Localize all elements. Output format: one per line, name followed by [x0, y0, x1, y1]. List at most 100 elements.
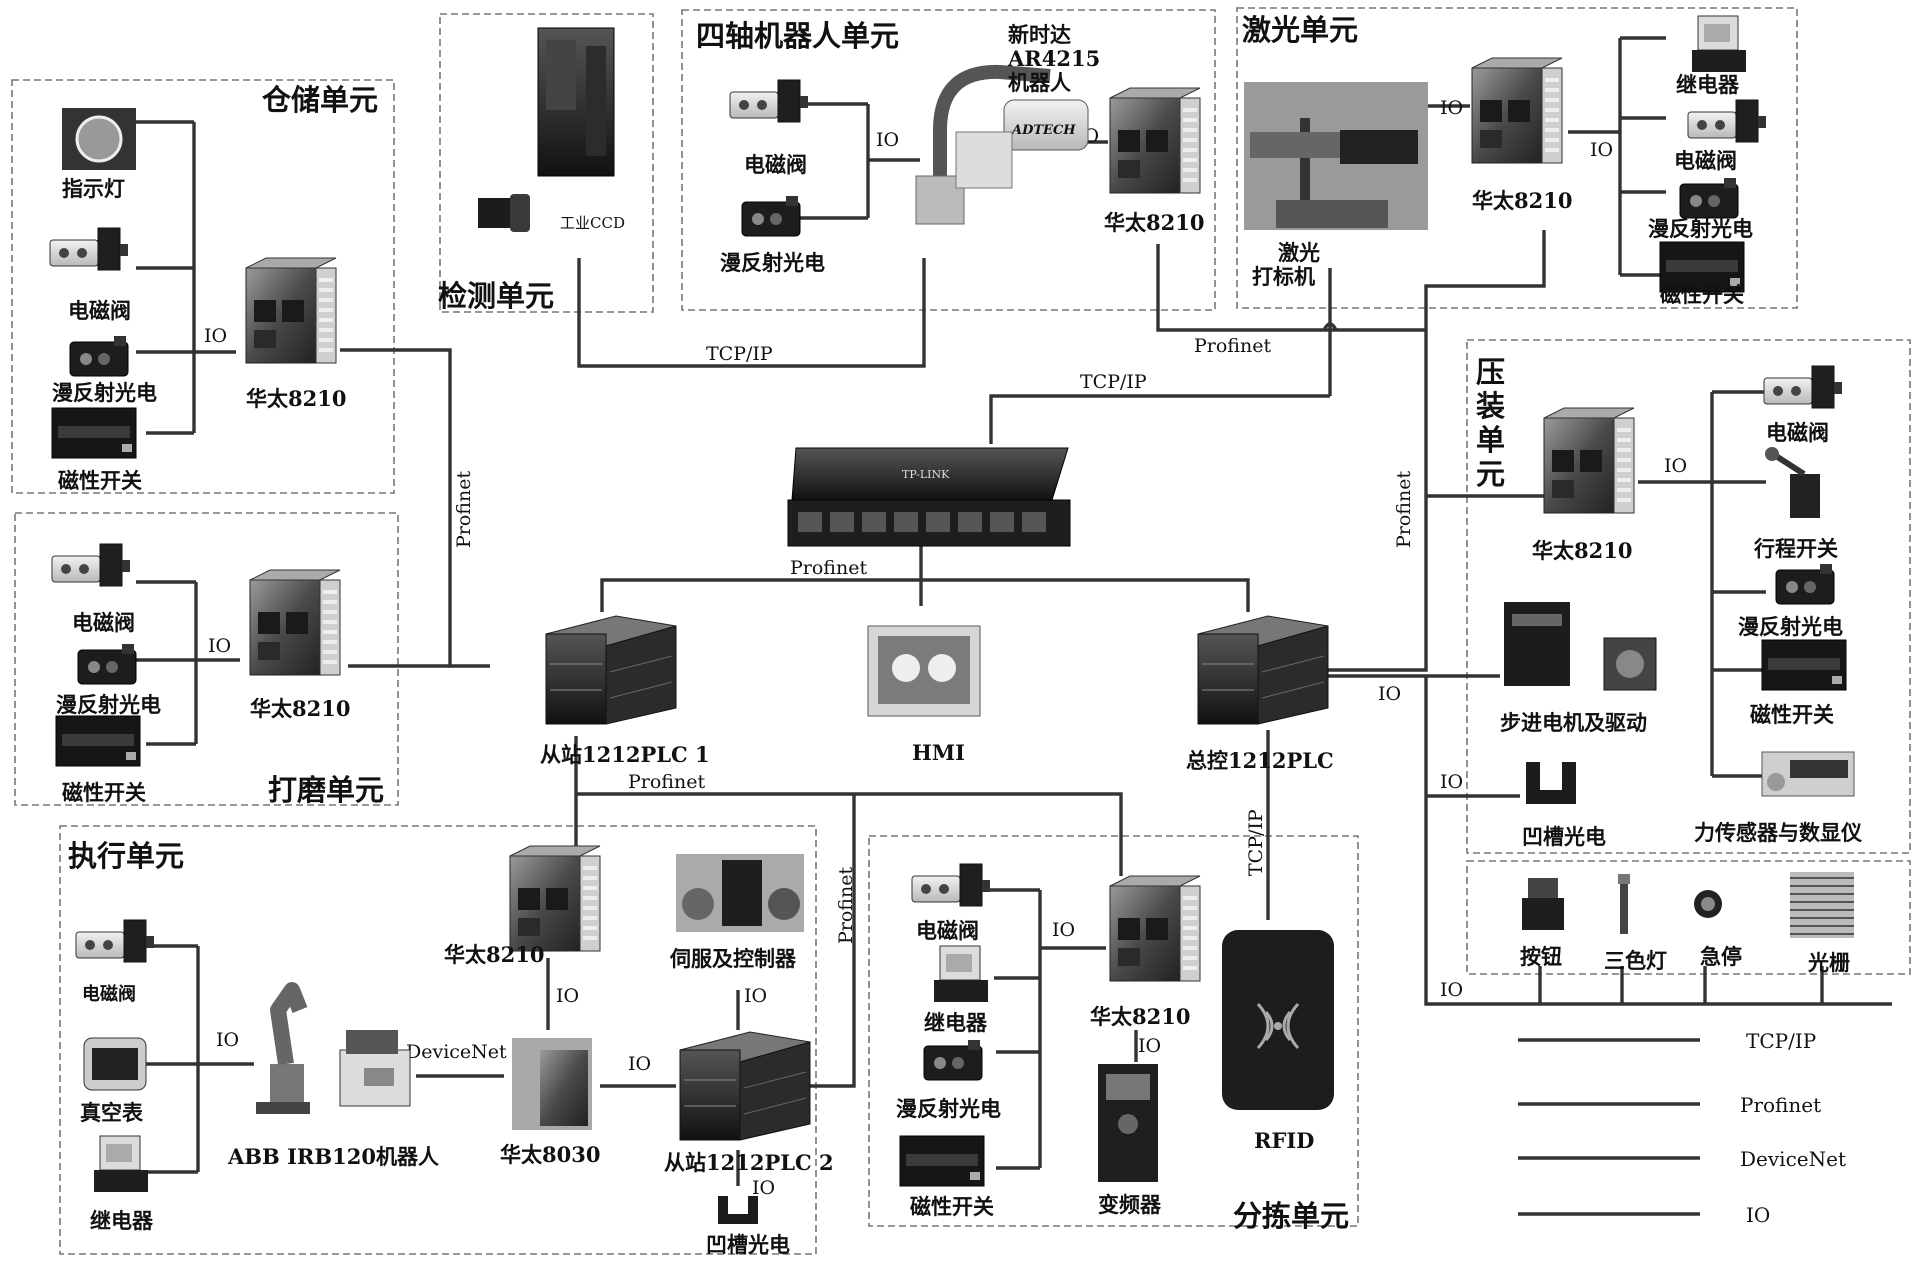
label-huatai-exec: 华太8210 — [444, 942, 544, 967]
network-switch-icon: TP-LINK — [787, 447, 1071, 547]
label-estop: 急停 — [1700, 944, 1742, 969]
label-diffuse-storage: 漫反射光电 — [52, 380, 157, 405]
label-diffuse-laser: 漫反射光电 — [1648, 216, 1753, 241]
label-groove-exec: 凹槽光电 — [706, 1232, 790, 1257]
io-label: IO — [628, 1053, 651, 1075]
emergency-stop-icon — [1694, 890, 1722, 918]
huatai-8210-module-icon — [1109, 87, 1201, 194]
io-label: IO — [1138, 1035, 1161, 1057]
robot4-unit-box — [681, 9, 1216, 311]
plc-slave2-icon — [679, 1031, 811, 1141]
label-magnetic-laser: 磁性开关 — [1660, 282, 1744, 307]
huatai-8210-module-icon — [1109, 875, 1201, 982]
limit-switch-icon — [1765, 447, 1820, 518]
label-rfid: RFID — [1254, 1128, 1314, 1153]
connection-lines — [136, 36, 1892, 1216]
diffuse-sensor-icon — [69, 335, 129, 377]
label-huatai-robot4: 华太8210 — [1104, 210, 1204, 235]
magnetic-switch-icon — [51, 407, 137, 459]
label-diffuse-grind: 漫反射光电 — [56, 692, 161, 717]
io-label: IO — [216, 1029, 239, 1051]
solenoid-valve-icon — [51, 543, 131, 587]
io-label: IO — [208, 635, 231, 657]
plc-slave1-icon — [545, 615, 677, 725]
label-magnetic-sort: 磁性开关 — [910, 1194, 994, 1219]
label-magnetic-grind: 磁性开关 — [62, 780, 146, 805]
huatai-8030-module-icon — [512, 1038, 592, 1130]
press-unit-box — [1466, 339, 1911, 854]
label-relay-exec: 继电器 — [90, 1208, 154, 1233]
label-solenoid-laser: 电磁阀 — [1674, 148, 1737, 173]
solenoid-valve-icon — [1687, 99, 1767, 143]
io-label: IO — [556, 985, 579, 1007]
legend-profinet: Profinet — [1740, 1093, 1821, 1117]
io-label: IO — [744, 985, 767, 1007]
io-label: IO — [204, 325, 227, 347]
proto-profinet-switch: Profinet — [790, 557, 867, 579]
label-solenoid-storage: 电磁阀 — [68, 298, 131, 323]
io-label: IO — [1052, 919, 1075, 941]
label-magnetic-storage: 磁性开关 — [58, 468, 142, 493]
label-diffuse-press: 漫反射光电 — [1738, 614, 1843, 639]
label-solenoid-exec: 电磁阀 — [82, 983, 136, 1005]
laser-unit-title: 激光单元 — [1242, 13, 1358, 47]
label-button: 按钮 — [1520, 944, 1562, 969]
proto-profinet-laser: Profinet — [1194, 335, 1271, 357]
grind-unit-box — [14, 512, 399, 806]
scara-robot-icon: ADTECH — [915, 64, 1089, 225]
io-label: IO — [1590, 139, 1613, 161]
label-solenoid-sort: 电磁阀 — [916, 918, 979, 943]
tricolor-light-icon — [1618, 874, 1630, 934]
solenoid-valve-icon — [729, 79, 809, 123]
diffuse-sensor-icon — [923, 1039, 983, 1081]
force-sensor-display-icon — [1761, 751, 1855, 797]
label-limit-switch: 行程开关 — [1753, 536, 1838, 561]
io-label: IO — [1440, 97, 1463, 119]
label-magnetic-press: 磁性开关 — [1750, 702, 1834, 727]
huatai-8210-module-icon — [1543, 407, 1635, 514]
label-huatai-laser: 华太8210 — [1472, 188, 1572, 213]
label-relay-laser: 继电器 — [1676, 72, 1740, 97]
laser-unit-box — [1236, 7, 1798, 309]
diffuse-sensor-icon — [741, 195, 801, 237]
label-slave1: 从站1212PLC 1 — [540, 742, 710, 767]
industrial-camera-icon — [478, 194, 530, 232]
press-unit-title-1: 压 — [1476, 355, 1505, 389]
label-solenoid-robot4: 电磁阀 — [744, 152, 807, 177]
huatai-8210-module-icon — [249, 569, 341, 676]
label-tplink: TP-LINK — [902, 468, 950, 481]
label-robot-name-2: AR4215 — [1007, 46, 1100, 71]
vfd-icon — [1098, 1064, 1158, 1182]
legend-tcpip: TCP/IP — [1746, 1029, 1816, 1053]
label-tricolor: 三色灯 — [1604, 948, 1667, 973]
robot4-unit-title: 四轴机器人单元 — [696, 19, 899, 53]
label-laser-marker-2: 打标机 — [1252, 264, 1315, 289]
label-diffuse-sort: 漫反射光电 — [896, 1096, 1001, 1121]
legend-devicenet: DeviceNet — [1740, 1147, 1846, 1171]
label-vacuum: 真空表 — [80, 1100, 144, 1125]
label-relay-sort: 继电器 — [924, 1010, 988, 1035]
io-labels: IO IO IO IO IO IO IO IO IO IO IO IO IO I… — [204, 97, 1687, 1199]
laser-marker-icon — [1244, 82, 1428, 230]
io-label: IO — [1440, 979, 1463, 1001]
press-unit-title-2: 装 — [1476, 389, 1505, 423]
rfid-reader-icon — [1222, 930, 1334, 1110]
label-slave2: 从站1212PLC 2 — [664, 1150, 834, 1175]
label-indicator: 指示灯 — [62, 176, 125, 201]
proto-profinet-right: Profinet — [1393, 471, 1415, 548]
button-icon — [1522, 878, 1564, 930]
huatai-8210-module-icon — [245, 257, 337, 364]
sort-unit-title: 分拣单元 — [1233, 1199, 1349, 1233]
safety-box — [1466, 860, 1911, 975]
abb-robot-icon — [256, 982, 310, 1114]
io-label: IO — [1440, 771, 1463, 793]
label-huatai-storage: 华太8210 — [246, 386, 346, 411]
label-master: 总控1212PLC — [1186, 748, 1334, 773]
press-unit-title-4: 元 — [1476, 457, 1505, 491]
label-stepper: 步进电机及驱动 — [1500, 710, 1647, 735]
label-diffuse-robot4: 漫反射光电 — [720, 250, 825, 275]
storage-unit-title: 仓储单元 — [261, 83, 378, 117]
stepper-driver-icon — [1504, 602, 1570, 686]
exec-unit-box — [59, 825, 817, 1255]
